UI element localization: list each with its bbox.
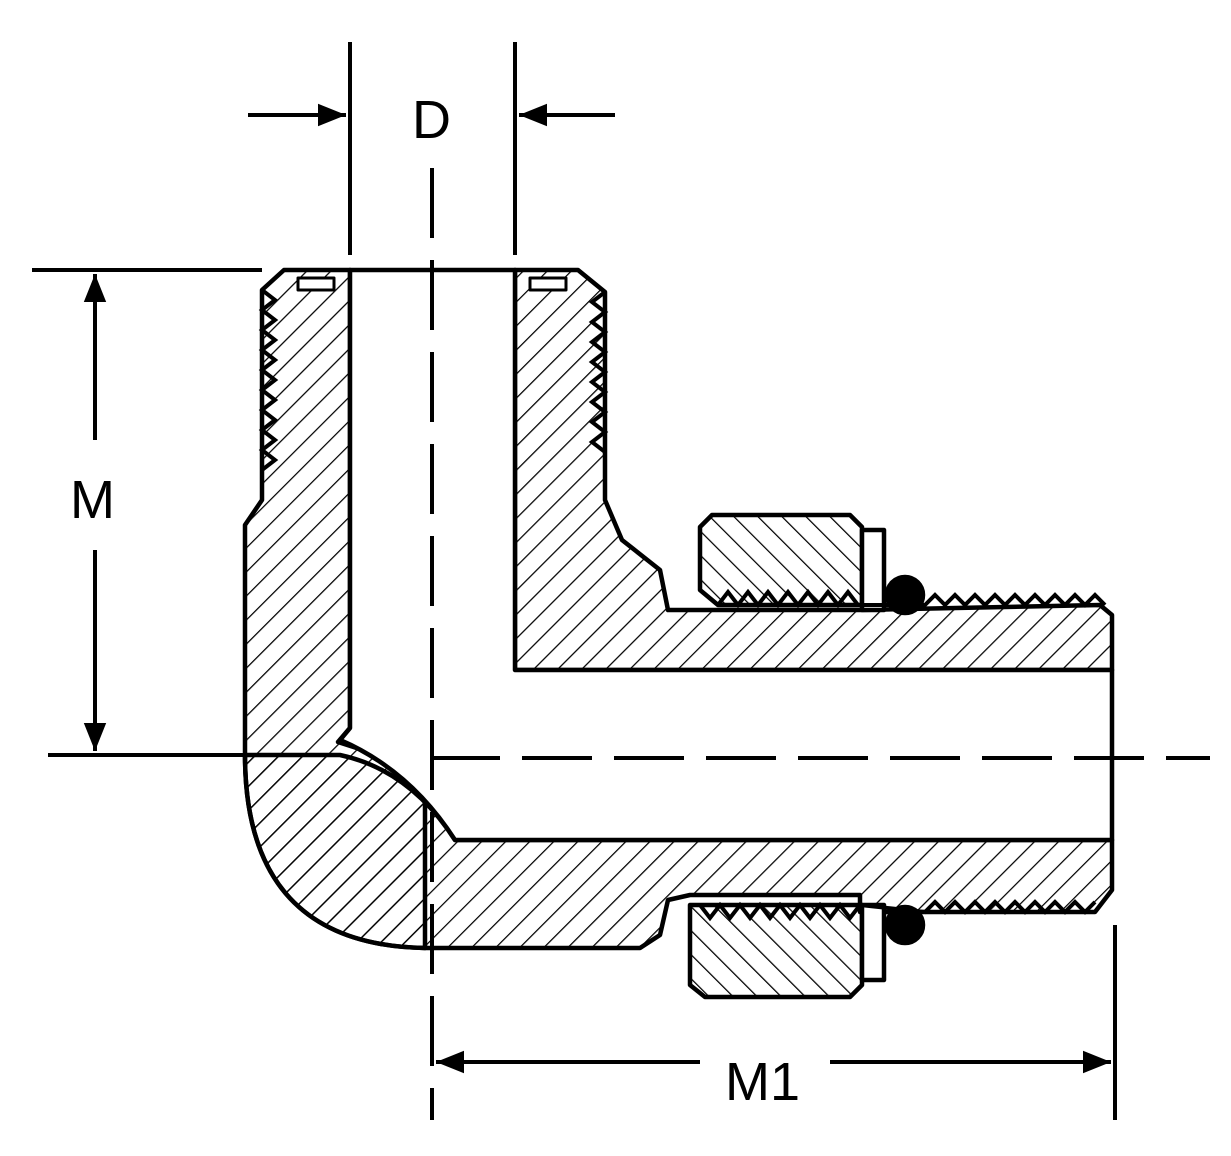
bore xyxy=(337,267,1115,843)
seal-slot-left xyxy=(296,276,336,292)
o-ring-upper xyxy=(884,574,926,616)
dimension-arrows xyxy=(83,103,1111,1074)
washer-upper xyxy=(859,527,887,613)
label-m1: M1 xyxy=(725,1052,800,1112)
thread-right xyxy=(588,290,609,454)
nut-lower-section xyxy=(687,902,865,1000)
seal-slot-right xyxy=(528,276,568,292)
washer-lower xyxy=(859,902,887,983)
nut-upper-section xyxy=(697,512,865,608)
elbow-lower-wall xyxy=(242,752,1115,951)
thread-top-horizontal xyxy=(716,588,1107,609)
label-d: D xyxy=(412,90,451,150)
extension-lines xyxy=(32,42,1117,1120)
thread-bottom-horizontal xyxy=(698,899,1097,922)
o-ring-lower xyxy=(884,904,926,946)
thread-left xyxy=(258,288,279,472)
center-lines xyxy=(430,168,1210,1120)
label-m: M xyxy=(70,470,115,530)
threads xyxy=(258,288,1107,922)
fitting-body xyxy=(242,267,1115,1000)
right-wall-section xyxy=(512,267,1115,673)
